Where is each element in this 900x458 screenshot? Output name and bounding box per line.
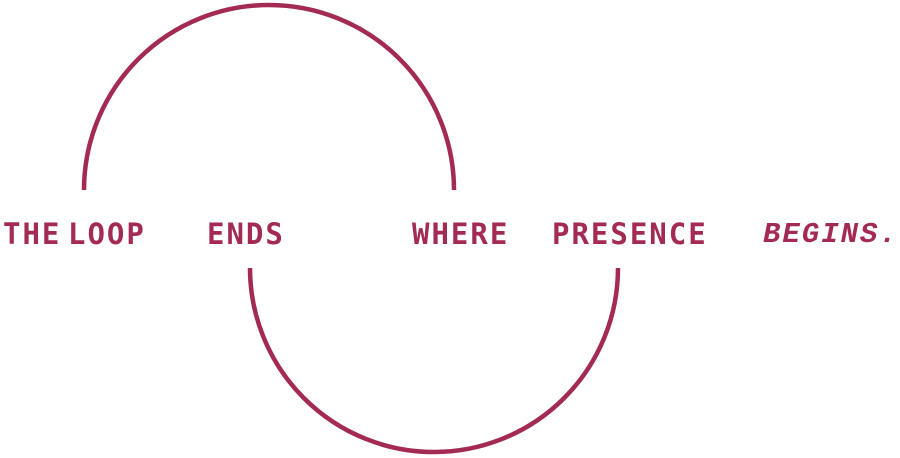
top-arc-icon [81, 2, 457, 191]
word-begins: BEGINS. [763, 218, 899, 251]
bottom-arc-icon [247, 267, 621, 455]
word-the: THE [3, 217, 62, 251]
word-presence: PRESENCE [552, 217, 708, 251]
word-ends: ENDS [207, 217, 285, 251]
word-where: WHERE [412, 217, 510, 251]
word-loop: LOOP [68, 217, 146, 251]
